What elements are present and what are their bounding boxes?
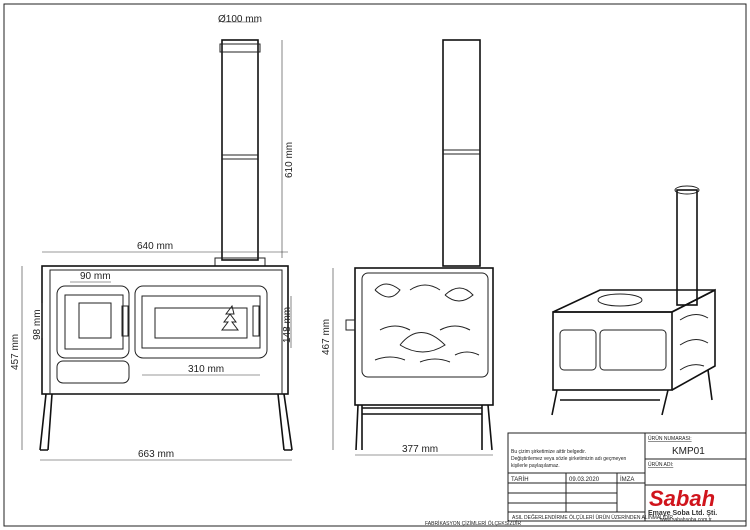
notice-line-3: kişilerle paylaşılamaz. <box>511 463 560 469</box>
website: www.sabahsoba.com.tr <box>660 517 712 523</box>
flue-diameter-label: Ø100 mm <box>218 14 262 25</box>
front-view: Ø100 mm 610 mm 640 mm 90 mm 98 mm 148 mm… <box>10 14 295 461</box>
footer-note: ASIL DEĞERLENDİRME ÖLÇÜLERİ ÜRÜN ÜZERİND… <box>512 514 673 521</box>
side-view: 467 mm 377 mm <box>321 39 494 456</box>
brand-logo: Sabah <box>649 486 715 511</box>
side-height-label: 467 mm <box>321 319 332 355</box>
oven-door-height-label: 148 mm <box>282 307 293 343</box>
front-chimney <box>221 39 259 261</box>
company-name: Emaye Soba Ltd. Şti. <box>648 510 717 517</box>
drawing-frame <box>3 3 747 527</box>
small-door-width-label: 90 mm <box>80 271 111 282</box>
side-body <box>354 267 494 406</box>
side-panel <box>361 272 489 378</box>
top-width-label: 640 mm <box>137 241 173 252</box>
ash-drawer <box>56 360 130 384</box>
flue-height-label: 610 mm <box>284 142 295 178</box>
overall-width-label: 663 mm <box>138 449 174 460</box>
firebox-door <box>56 285 130 359</box>
isometric-view <box>551 185 716 416</box>
front-legs <box>39 393 293 451</box>
tree-decoration <box>221 304 239 331</box>
oven-door <box>134 285 268 359</box>
signature-label: İMZA <box>620 476 634 483</box>
depth-label: 377 mm <box>402 444 438 455</box>
title-block: Bu çizim şirketimize aittir belgedir. De… <box>425 432 747 527</box>
side-legs <box>355 404 493 451</box>
notice-line-1: Bu çizim şirketimize aittir belgedir. <box>511 449 586 455</box>
date-value: 09.03.2020 <box>569 477 600 483</box>
product-name-label: ÜRÜN ADI: <box>648 461 673 468</box>
front-height-label: 457 mm <box>10 334 21 370</box>
notice-line-2: Değiştirilemez veya sözle şirketimizin a… <box>511 456 627 462</box>
small-door-height-label: 98 mm <box>32 309 43 340</box>
side-chimney <box>442 39 481 267</box>
oven-door-width-label: 310 mm <box>188 364 224 375</box>
bottom-note: FABRİKASYON ÇİZİMLERİ ÖLÇEKSİZDİR <box>425 520 522 527</box>
product-number: KMP01 <box>672 446 705 457</box>
date-label: TARİH <box>511 476 529 483</box>
swan-decoration <box>374 283 480 363</box>
product-number-label: ÜRÜN NUMARASI: <box>648 435 692 442</box>
